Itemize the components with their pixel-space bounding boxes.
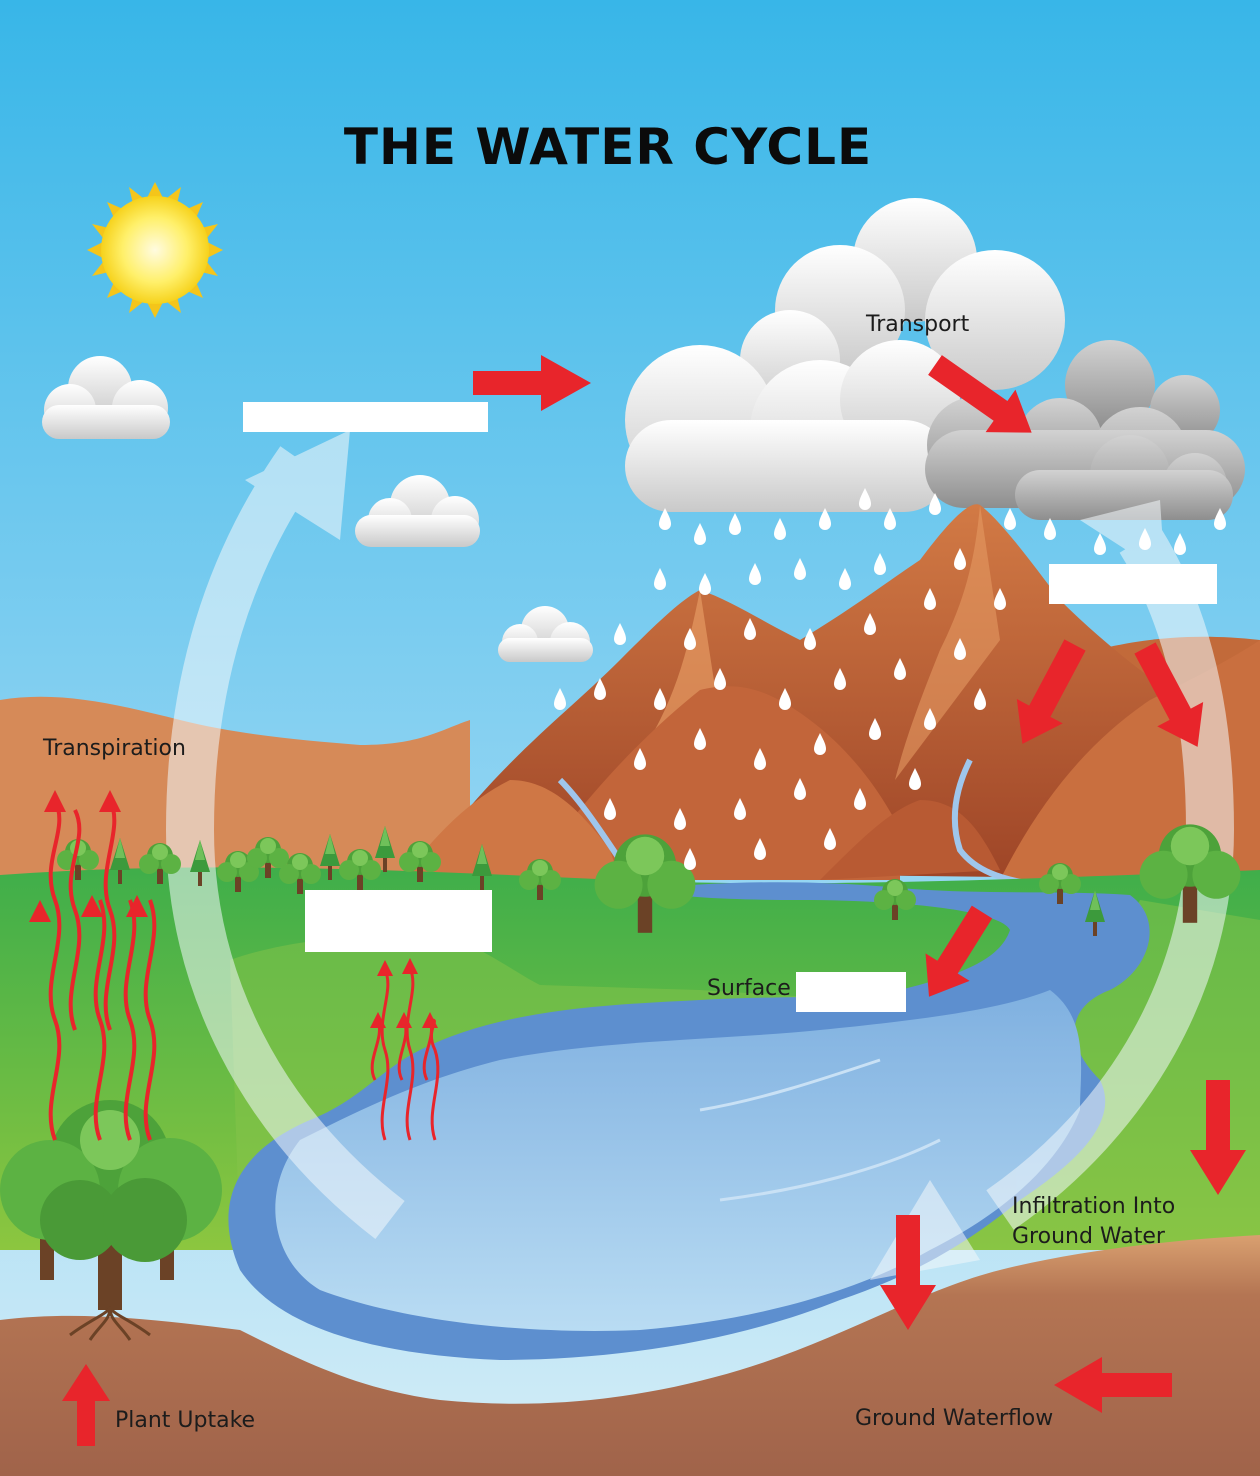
- label-ground-waterflow: Ground Waterflow: [855, 1406, 1054, 1431]
- label-plant-uptake: Plant Uptake: [115, 1408, 256, 1433]
- transpiration-arrows: [48, 799, 157, 1141]
- large-tree: [0, 1100, 222, 1341]
- label-transpiration: Transpiration: [43, 736, 186, 761]
- small-cloud-icon: [42, 356, 170, 439]
- sun-icon: [87, 182, 223, 318]
- label-transport: Transport: [866, 312, 970, 337]
- soil-layer: [0, 1235, 1260, 1476]
- arrow-down-right-icon: [1134, 642, 1204, 747]
- arrow-down-left-icon: [925, 905, 993, 997]
- arrow-up-icon: [62, 1364, 110, 1446]
- blank-label-box-precipitation[interactable]: [1049, 564, 1217, 604]
- rain-cloud-white: [625, 198, 1065, 512]
- arrow-down-icon: [1190, 1080, 1246, 1195]
- label-infiltration-line2: Ground Water: [1012, 1224, 1165, 1249]
- label-surface: Surface: [707, 976, 791, 1001]
- rain-cloud-dark: [925, 340, 1245, 520]
- arrow-right-icon: [473, 355, 591, 411]
- arrow-down-left-icon: [1016, 639, 1086, 744]
- label-infiltration: Infiltration Into Ground Water: [1012, 1192, 1175, 1252]
- label-infiltration-line1: Infiltration Into: [1012, 1194, 1176, 1219]
- small-cloud-icon: [355, 475, 480, 547]
- trees: [0, 824, 1241, 1341]
- small-cloud-icon: [498, 606, 593, 662]
- blank-label-box-condensation[interactable]: [243, 402, 488, 432]
- arrow-down-right-icon: [928, 355, 1032, 433]
- page-title: THE WATER CYCLE: [343, 118, 873, 176]
- arrow-left-icon: [1054, 1357, 1172, 1413]
- transpiration-arrowheads: [29, 790, 148, 922]
- blank-label-box-evaporation[interactable]: [305, 890, 492, 952]
- blank-label-box-surface-runoff[interactable]: [796, 972, 906, 1012]
- arrow-down-icon: [880, 1215, 936, 1330]
